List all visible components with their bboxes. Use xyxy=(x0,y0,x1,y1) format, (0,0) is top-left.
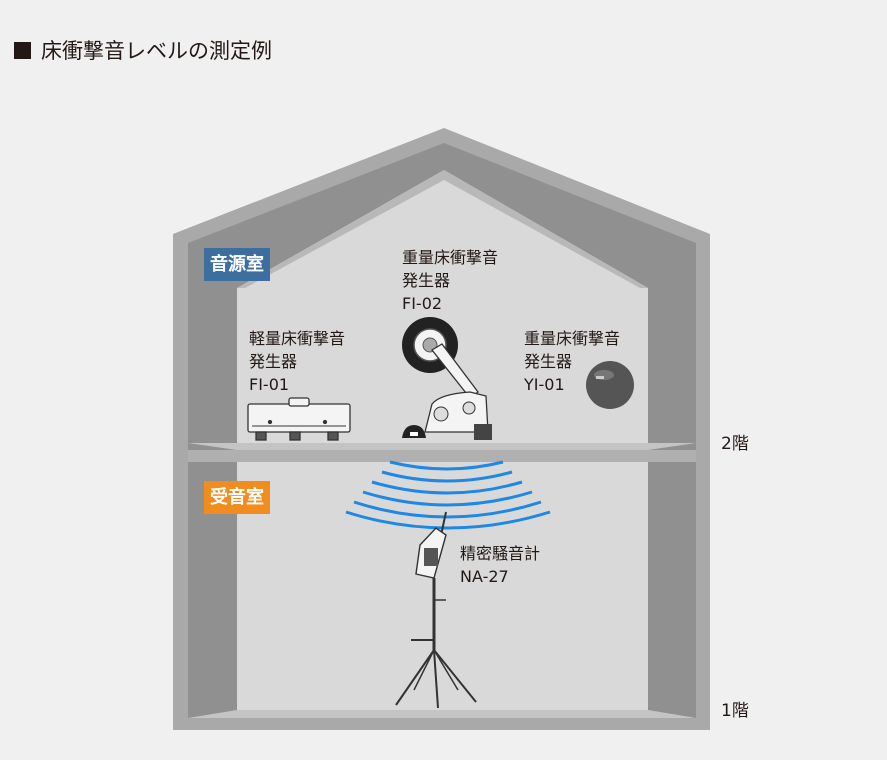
ball-impact-generator xyxy=(586,361,634,409)
sound-level-meter xyxy=(395,511,477,709)
ball-impact-model: YI-01 xyxy=(524,375,565,394)
ball-impact-name-2: 発生器 xyxy=(524,352,573,371)
floor-top-face xyxy=(188,443,696,450)
lower-room xyxy=(237,462,648,710)
receive-room-badge: 受音室 xyxy=(204,481,270,514)
tire-impact-name-2: 発生器 xyxy=(402,271,451,290)
black-square-icon xyxy=(14,42,31,59)
floor-label-upper: 2階 xyxy=(721,434,749,454)
light-impact-model: FI-01 xyxy=(249,375,290,394)
meter-model: NA-27 xyxy=(460,567,509,586)
source-room-badge: 音源室 xyxy=(204,248,270,281)
tire-impact-generator xyxy=(402,317,492,440)
light-impact-generator xyxy=(247,397,351,441)
light-impact-label: 軽量床衝撃音 発生器 FI-01 xyxy=(249,327,345,396)
tire-impact-model: FI-02 xyxy=(402,294,443,313)
tire-impact-name: 重量床衝撃音 xyxy=(402,248,499,267)
diagram-title: 床衝撃音レベルの測定例 xyxy=(14,36,272,66)
ball-impact-label: 重量床衝撃音 発生器 YI-01 xyxy=(524,327,620,396)
light-impact-name-2: 発生器 xyxy=(249,352,298,371)
light-impact-name: 軽量床衝撃音 xyxy=(249,329,346,348)
meter-name: 精密騒音計 xyxy=(460,544,541,563)
sound-waves xyxy=(345,460,551,530)
meter-label: 精密騒音計 NA-27 xyxy=(460,542,540,588)
floor-slab xyxy=(188,450,696,462)
floor-label-lower: 1階 xyxy=(721,701,749,721)
ball-impact-name: 重量床衝撃音 xyxy=(524,329,621,348)
upper-room xyxy=(237,170,648,450)
tire-impact-label: 重量床衝撃音 発生器 FI-02 xyxy=(402,246,498,315)
lower-floor-face xyxy=(188,710,696,718)
